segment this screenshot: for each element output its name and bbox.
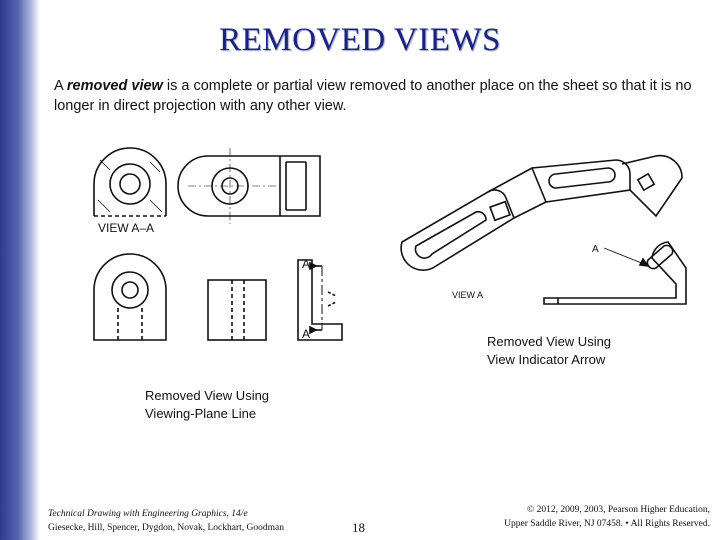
cut-label-bottom: A xyxy=(302,327,310,341)
page-number: 18 xyxy=(352,520,365,535)
footer-book-title: Technical Drawing with Engineering Graph… xyxy=(48,509,248,519)
arrow-label: A xyxy=(592,244,599,255)
removed-view-a xyxy=(543,241,687,305)
removed-view-label: VIEW A xyxy=(452,290,483,300)
viewing-plane-figure: VIEW A–A A A xyxy=(93,147,343,341)
indicator-arrow-figure: A VIEW A xyxy=(400,154,687,305)
intro-paragraph: A removed view is a complete or partial … xyxy=(54,76,694,116)
decorative-side-bar xyxy=(0,0,40,540)
footer-copyright-line-2: Upper Saddle River, NJ 07458. • All Righ… xyxy=(504,519,710,529)
footer-copyright-line-1: © 2012, 2009, 2003, Pearson Higher Educa… xyxy=(527,505,710,515)
caption-viewing-plane-line-1: Removed View Using xyxy=(145,388,270,403)
intro-emphasis: removed view xyxy=(66,78,163,94)
cut-label-top: A xyxy=(302,257,310,271)
footer-authors: Giesecke, Hill, Spencer, Dygdon, Novak, … xyxy=(48,523,285,533)
section-view-label: VIEW A–A xyxy=(98,221,154,235)
side-view xyxy=(207,259,343,341)
caption-indicator-line-2: View Indicator Arrow xyxy=(487,352,606,367)
front-view xyxy=(93,253,167,341)
caption-indicator-arrow: Removed View Using View Indicator Arrow xyxy=(487,333,611,369)
intro-suffix: is a complete or partial view removed to… xyxy=(54,78,692,114)
caption-viewing-plane-line-2: Viewing-Plane Line xyxy=(145,406,257,421)
viewing-plane-line xyxy=(309,261,323,335)
footer-copyright: © 2012, 2009, 2003, Pearson Higher Educa… xyxy=(470,503,710,531)
top-view xyxy=(177,148,321,224)
isometric-bracket xyxy=(400,154,683,271)
view-indicator-arrow xyxy=(603,247,650,268)
slide-title: REMOVED VIEWS xyxy=(219,22,501,58)
intro-prefix: A xyxy=(54,78,67,94)
section-view-a-a xyxy=(93,147,167,217)
caption-viewing-plane: Removed View Using Viewing-Plane Line xyxy=(145,387,269,423)
footer-book-info: Technical Drawing with Engineering Graph… xyxy=(48,507,288,535)
caption-indicator-line-1: Removed View Using xyxy=(487,334,612,349)
